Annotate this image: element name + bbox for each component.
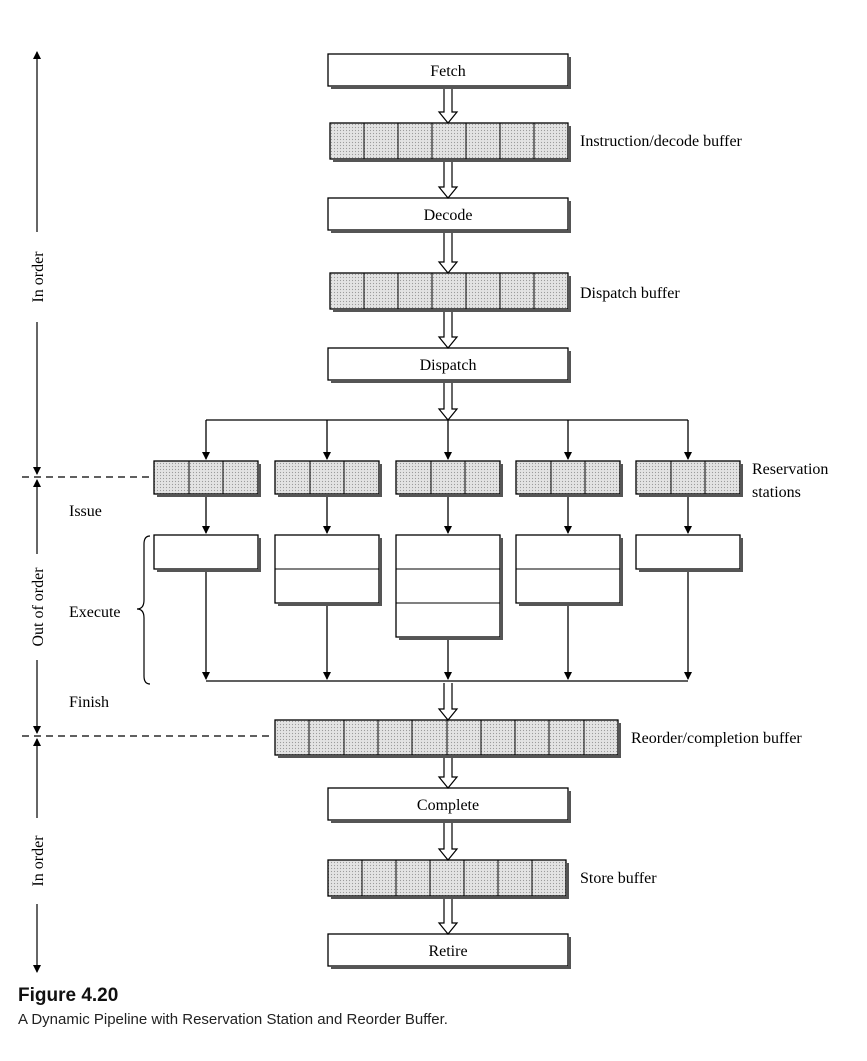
dispatch-stage: Dispatch: [327, 347, 571, 383]
execute-brace: [136, 535, 151, 685]
dispatch-bus: [202, 419, 692, 460]
flow-arrow: [437, 233, 459, 274]
reservation-station: [635, 460, 743, 497]
execution-unit: [515, 534, 623, 606]
reorder-completion-buffer-label: Reorder/completion buffer: [631, 730, 802, 747]
fetch-label: Fetch: [430, 63, 466, 80]
dispatch-buffer-label: Dispatch buffer: [580, 285, 680, 302]
reservation-station: [274, 460, 382, 497]
figure-caption-text: A Dynamic Pipeline with Reservation Stat…: [18, 1011, 448, 1028]
instruction-decode-buffer: [329, 122, 571, 162]
figure-caption-title: Figure 4.20: [18, 985, 119, 1006]
retire-stage: Retire: [327, 933, 571, 969]
flow-arrow: [437, 758, 459, 789]
complete-label: Complete: [417, 797, 479, 814]
reservation-station: [395, 460, 503, 497]
out-of-order-label: Out of order: [30, 567, 47, 647]
store-buffer-label: Store buffer: [580, 870, 657, 887]
flow-arrow: [437, 383, 459, 421]
finish-label: Finish: [69, 694, 109, 711]
decode-label: Decode: [424, 207, 473, 224]
execution-unit: [153, 534, 261, 572]
execute-label: Execute: [69, 604, 121, 621]
in-order-top-label: In order: [30, 251, 47, 303]
finish-arrows: [202, 572, 692, 682]
reservation-stations-label-line2: stations: [752, 484, 801, 501]
complete-stage: Complete: [327, 787, 571, 823]
flow-arrow: [437, 823, 459, 861]
execution-unit: [395, 534, 503, 640]
issue-label: Issue: [69, 503, 102, 520]
dispatch-buffer: [329, 272, 571, 312]
instruction-decode-buffer-label: Instruction/decode buffer: [580, 133, 743, 150]
flow-arrow: [437, 899, 459, 935]
reservation-station: [515, 460, 623, 497]
store-buffer: [327, 859, 569, 899]
dispatch-label: Dispatch: [420, 357, 477, 374]
reservation-station: [153, 460, 261, 497]
retire-label: Retire: [428, 943, 467, 960]
issue-arrows: [202, 497, 692, 534]
flow-arrow: [437, 162, 459, 199]
reservation-stations-label-line1: Reservation: [752, 461, 828, 478]
fetch-stage: Fetch: [327, 53, 571, 89]
reorder-completion-buffer: [274, 719, 621, 758]
decode-stage: Decode: [327, 197, 571, 233]
flow-arrow: [437, 683, 459, 721]
execution-unit: [274, 534, 382, 606]
in-order-bottom-label: In order: [30, 835, 47, 887]
execution-unit: [635, 534, 743, 572]
flow-arrow: [437, 312, 459, 349]
flow-arrow: [437, 89, 459, 124]
